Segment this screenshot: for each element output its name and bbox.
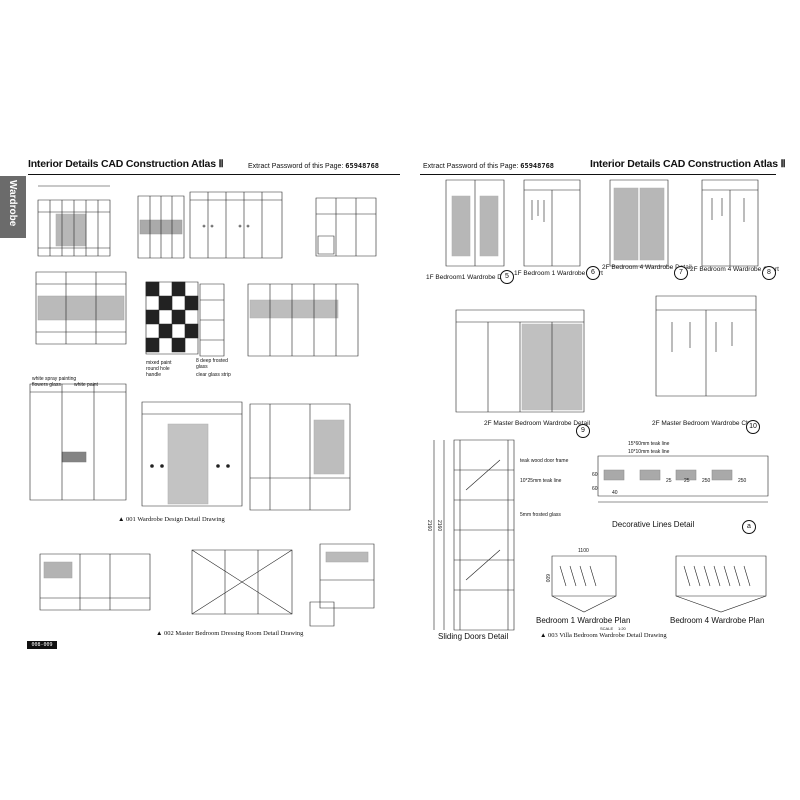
wardrobe-section-2 <box>248 284 358 356</box>
right-password-label: Extract Password of this Page: <box>423 163 519 170</box>
scale-label: SCALE <box>600 626 614 631</box>
title-sliding-doors: Sliding Doors Detail <box>438 632 509 641</box>
label-frosted-glass: 8 deep frosted <box>196 358 228 364</box>
circle-9: 9 <box>576 424 590 438</box>
caption-001: ▲ 001 Wardrobe Design Detail Drawing <box>118 516 225 523</box>
dressing-room-elevation-2 <box>192 550 292 614</box>
bedroom1-wardrobe-chart <box>524 180 580 266</box>
master-wardrobe-detail <box>456 310 584 412</box>
label-15-60: 15*60mm teak line <box>628 441 670 447</box>
dim-25a: 25 <box>666 478 672 484</box>
bedroom1-wardrobe-plan <box>552 556 616 612</box>
dim-60b: 60 <box>592 486 598 492</box>
title-bedroom1-chart: 1F Bedroom 1 Wardrobe Chart <box>514 270 603 277</box>
dim-600: 600 <box>544 574 550 583</box>
title-bedroom4-detail: 2F Bedroom 4 Wardrobe Detail <box>602 264 692 271</box>
scale-ratio: 1:20 <box>618 626 626 631</box>
left-password-value: 65948768 <box>345 162 379 170</box>
decorative-lines-detail <box>598 456 768 502</box>
dim-40: 40 <box>612 490 618 496</box>
label-clear-glass: clear glass strip <box>196 372 231 378</box>
left-header-rule <box>28 174 400 175</box>
circle-7: 7 <box>674 266 688 280</box>
dim-2160a: 2160 <box>426 520 432 532</box>
section-tab-wardrobe: Wardrobe <box>0 176 26 238</box>
label-teak-frame: teak wood door frame <box>520 458 569 464</box>
circle-6: 6 <box>586 266 600 280</box>
wardrobe-elevation-3 <box>190 192 282 258</box>
label-mixed-paint: mixed paint <box>146 360 172 366</box>
page-number: 008-009 <box>27 641 57 649</box>
title-bedroom1-detail: 1F Bedroom1 Wardrobe Detail <box>426 274 514 281</box>
dressing-room-elevation-1 <box>40 554 150 610</box>
bedroom4-wardrobe-plan <box>676 556 766 612</box>
label-handle: handle <box>146 372 162 378</box>
title-bedroom4-plan: Bedroom 4 Wardrobe Plan <box>670 616 765 625</box>
title-master-chart: 2F Master Bedroom Wardrobe Chart <box>652 420 758 427</box>
label-10-10: 10*10mm teak line <box>628 449 670 455</box>
bedroom1-wardrobe-detail <box>446 180 504 266</box>
dim-250: 250 <box>702 478 711 484</box>
sliding-doors-detail <box>434 440 514 630</box>
caption-003: ▲ 003 Villa Bedroom Wardrobe Detail Draw… <box>540 632 667 639</box>
label-frosted: 5mm frosted glass <box>520 512 561 518</box>
circle-5: 5 <box>500 270 514 284</box>
right-page-title: Interior Details CAD Construction Atlas … <box>590 158 786 170</box>
checker-door-detail <box>146 282 198 354</box>
wardrobe-elevation-1 <box>38 186 110 256</box>
title-master-detail: 2F Master Bedroom Wardrobe Detail <box>484 420 590 427</box>
left-password-label: Extract Password of this Page: <box>248 163 344 170</box>
sliding-wardrobe-elevation <box>30 384 126 500</box>
left-page-title: Interior Details CAD Construction Atlas … <box>28 158 224 170</box>
label-round-hole: round hole <box>146 366 170 372</box>
right-password-value: 65948768 <box>520 162 554 170</box>
circle-10: 10 <box>746 420 760 434</box>
label-white-paint: white paint <box>74 382 98 388</box>
narrow-cabinet-detail <box>200 284 224 356</box>
label-flowers-glass: flowers glass <box>32 382 61 388</box>
circle-8: 8 <box>762 266 776 280</box>
title-bedroom1-plan: Bedroom 1 Wardrobe Plan <box>536 616 631 625</box>
circle-a: a <box>742 520 756 534</box>
wardrobe-elevation-2 <box>138 196 184 258</box>
dim-60a: 60 <box>592 472 598 478</box>
right-password: Extract Password of this Page: 65948768 <box>423 162 554 170</box>
dim-25b: 25 <box>684 478 690 484</box>
display-wardrobe-elevation <box>250 404 350 510</box>
label-teak-line: 10*25mm teak line <box>520 478 562 484</box>
wardrobe-elevation-4 <box>316 198 376 256</box>
label-glass: glass <box>196 364 208 370</box>
dim-1100: 1100 <box>578 548 589 554</box>
label-white-spray: white spray painting <box>32 376 77 382</box>
bedroom4-wardrobe-detail <box>610 180 668 266</box>
caption-002: ▲ 002 Master Bedroom Dressing Room Detai… <box>156 630 304 637</box>
title-decorative-lines: Decorative Lines Detail <box>612 520 695 529</box>
stone-wardrobe-elevation <box>142 402 242 506</box>
wardrobe-section-1 <box>36 272 126 344</box>
right-header-rule <box>420 174 776 175</box>
title-bedroom4-chart: 2F Bedroom 4 Wardrobe Chart <box>690 266 779 273</box>
master-wardrobe-chart <box>656 296 756 396</box>
dim-250b: 250 <box>738 478 747 484</box>
dim-2160b: 2160 <box>436 520 442 532</box>
bedroom4-wardrobe-chart <box>702 180 758 266</box>
dressing-room-plan <box>310 544 374 626</box>
left-password: Extract Password of this Page: 65948768 <box>248 162 379 170</box>
